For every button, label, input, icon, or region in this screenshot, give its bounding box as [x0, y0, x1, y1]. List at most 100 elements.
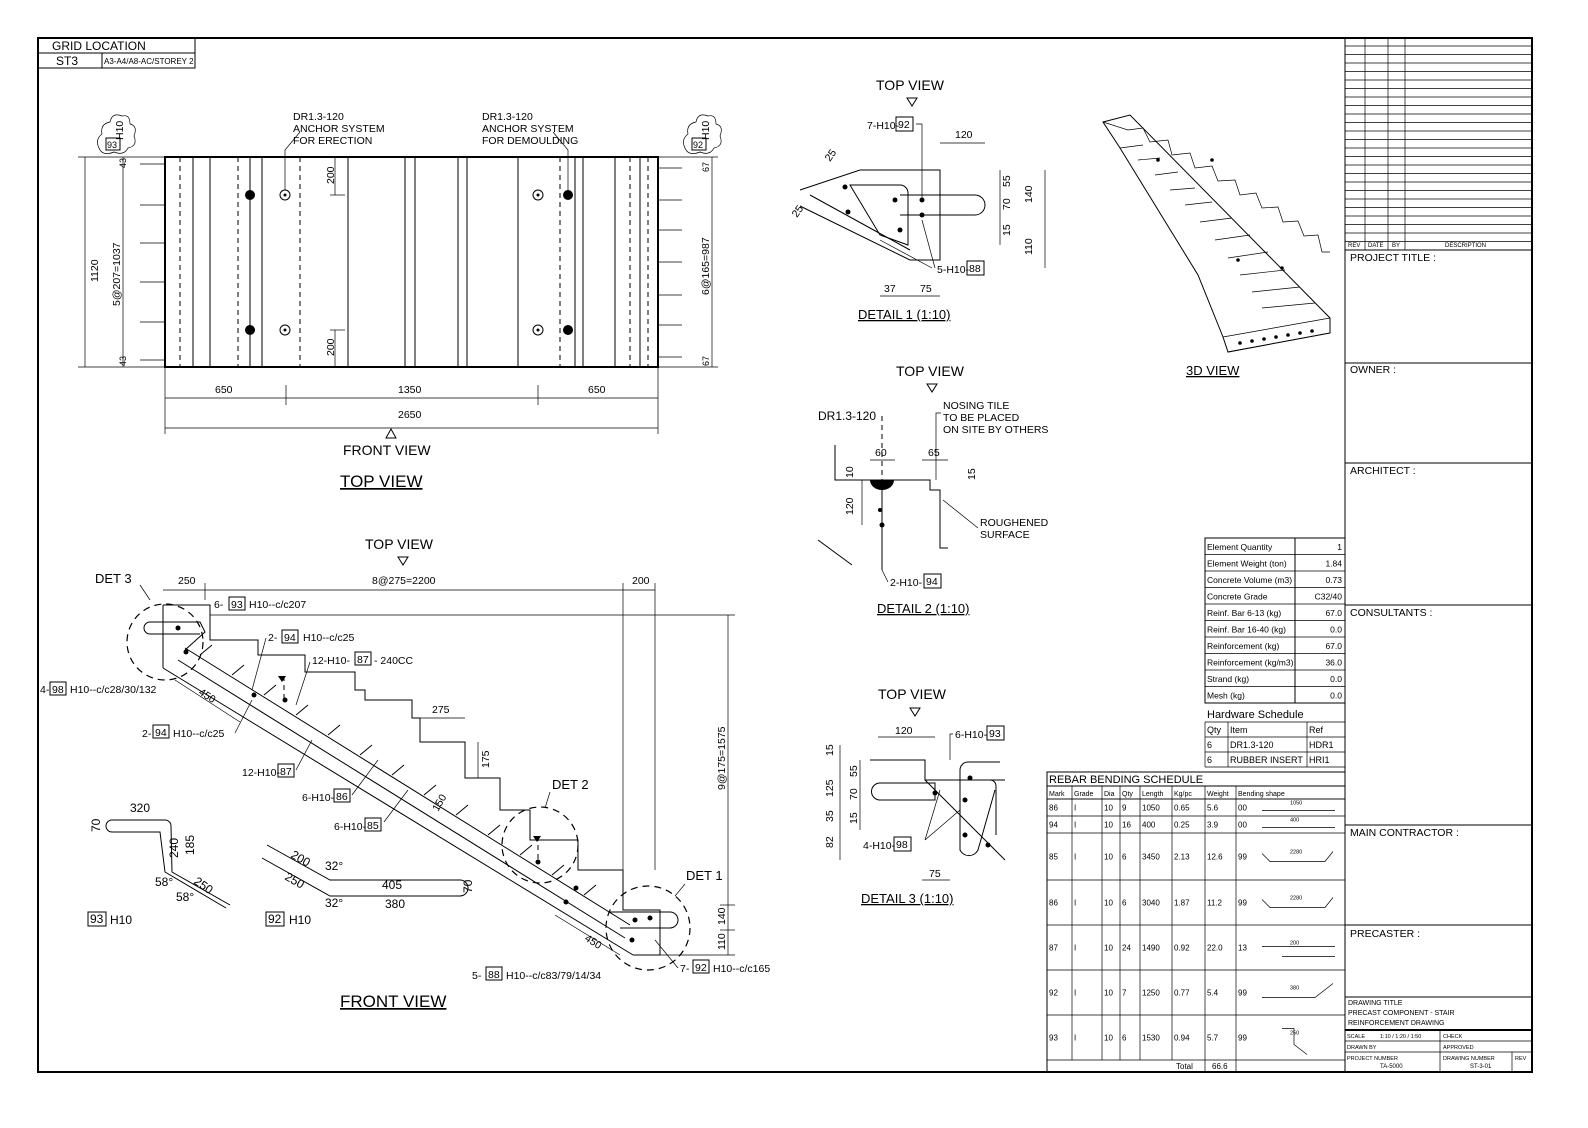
- svg-text:REV: REV: [1515, 1056, 1527, 1062]
- svg-text:DETAIL 2 (1:10): DETAIL 2 (1:10): [877, 601, 969, 616]
- svg-text:H10--c/c25: H10--c/c25: [173, 728, 225, 740]
- callout-7: 6-H10- 86: [302, 759, 379, 804]
- front-dim-175: 175: [480, 750, 492, 768]
- hw-ref: HRI1: [1309, 755, 1330, 765]
- svg-text:PROJECT NUMBER: PROJECT NUMBER: [1347, 1056, 1398, 1062]
- front-view-ref: FRONT VIEW: [343, 442, 431, 458]
- rebar-cell: 5.6: [1207, 804, 1219, 813]
- svg-text:ON SITE BY OTHERS: ON SITE BY OTHERS: [943, 424, 1048, 436]
- tb-main-contractor: MAIN CONTRACTOR :: [1350, 827, 1459, 839]
- rebar-cell: 1.87: [1174, 899, 1190, 908]
- dim-1350: 1350: [398, 384, 422, 396]
- rebar-col-header: Kg/pc: [1174, 791, 1192, 798]
- dim-650a: 650: [215, 384, 233, 396]
- hardware-title: Hardware Schedule: [1207, 709, 1304, 721]
- svg-text:120: 120: [844, 497, 856, 515]
- svg-text:380: 380: [385, 897, 405, 911]
- front-dim-110: 110: [716, 933, 728, 950]
- stair-plan-outline: [164, 156, 659, 368]
- rebar-cell: 1250: [1142, 989, 1160, 998]
- stair-soffit: [162, 667, 634, 956]
- hw-item: RUBBER INSERT: [1230, 755, 1303, 765]
- svg-text:25: 25: [790, 203, 807, 220]
- rebar-shape-dim: 400: [1290, 818, 1299, 824]
- svg-text:TOP VIEW: TOP VIEW: [896, 363, 965, 379]
- front-dim-250: 250: [178, 575, 196, 587]
- rebar-cell: 10: [1104, 899, 1113, 908]
- rebar-cell: 10: [1104, 989, 1113, 998]
- top-view-title: TOP VIEW: [340, 472, 423, 491]
- hw-qty: 6: [1207, 755, 1212, 765]
- svg-text:93: 93: [231, 599, 243, 611]
- rebar-cell: 99: [1238, 1034, 1247, 1043]
- shape-92-tag: 92: [268, 912, 282, 926]
- svg-text:4-H10-: 4-H10-: [863, 840, 896, 852]
- svg-text:1:10 / 1:20 / 1:50: 1:10 / 1:20 / 1:50: [1380, 1034, 1421, 1040]
- svg-text:TOP VIEW: TOP VIEW: [878, 686, 947, 702]
- tag-92-right: 92: [693, 140, 703, 150]
- svg-text:250: 250: [283, 869, 308, 891]
- tag-left-prefix: H10: [114, 121, 126, 140]
- svg-text:ROUGHENED: ROUGHENED: [980, 517, 1049, 529]
- rebar-cell: I: [1074, 804, 1076, 813]
- view-arrow-up: [385, 427, 397, 439]
- svg-text:70: 70: [1001, 198, 1013, 210]
- rebar-total-value: 66.6: [1212, 1062, 1228, 1071]
- svg-text:DETAIL 1 (1:10): DETAIL 1 (1:10): [858, 307, 950, 322]
- element-row-value: 1.84: [1325, 559, 1342, 569]
- svg-text:6-H10-: 6-H10-: [302, 792, 335, 804]
- svg-text:87: 87: [357, 654, 369, 666]
- tb-architect: ARCHITECT :: [1350, 465, 1416, 477]
- svg-text:58°: 58°: [155, 875, 173, 889]
- hw-qty: Qty: [1207, 725, 1222, 735]
- svg-text:H10: H10: [289, 913, 311, 927]
- svg-text:120: 120: [955, 129, 973, 141]
- svg-text:SCALE: SCALE: [1347, 1034, 1365, 1040]
- shape-93-tag: 93: [90, 912, 104, 926]
- svg-text:94: 94: [155, 727, 167, 739]
- rebar-cell: 86: [1049, 804, 1058, 813]
- stair-profile: [163, 604, 661, 956]
- element-row-label: Reinf. Bar 16-40 (kg): [1207, 625, 1286, 635]
- svg-text:ST-3-01: ST-3-01: [1470, 1064, 1492, 1070]
- front-dim-140: 140: [716, 907, 728, 925]
- svg-text:125: 125: [824, 779, 836, 797]
- rebar-cell: 92: [1049, 989, 1058, 998]
- svg-text:6-H10-: 6-H10-: [334, 821, 367, 833]
- svg-text:60: 60: [875, 447, 887, 459]
- svg-text:REINFORCEMENT DRAWING: REINFORCEMENT DRAWING: [1348, 1020, 1444, 1027]
- rebar-cell: 86: [1049, 899, 1058, 908]
- svg-text:10: 10: [844, 466, 856, 478]
- element-row-label: Element Quantity: [1207, 542, 1273, 552]
- element-row-value: 1: [1337, 542, 1342, 552]
- svg-text:58°: 58°: [176, 890, 194, 904]
- rebar-cell: 5.4: [1207, 989, 1219, 998]
- svg-text:55: 55: [848, 765, 860, 777]
- bar-shape-92: 200 250 32° 32° 405 380 70 92 H10: [261, 844, 475, 927]
- rebar-cell: 00: [1238, 821, 1247, 830]
- svg-text:15: 15: [966, 468, 978, 480]
- svg-text:DESCRIPTION: DESCRIPTION: [1445, 243, 1486, 249]
- svg-text:55: 55: [1001, 175, 1013, 187]
- tb-precaster: PRECASTER :: [1350, 928, 1420, 940]
- svg-text:25: 25: [823, 147, 840, 164]
- svg-text:15: 15: [824, 744, 836, 756]
- svg-text:70: 70: [848, 788, 860, 800]
- rebar-cell: 3.9: [1207, 821, 1219, 830]
- svg-text:250: 250: [191, 874, 216, 897]
- svg-text:H10--c/c207: H10--c/c207: [249, 599, 306, 611]
- rebar-cell: I: [1074, 853, 1076, 862]
- rebar-cell: 99: [1238, 899, 1247, 908]
- svg-text:32°: 32°: [325, 896, 343, 910]
- det1-label: DET 1: [686, 868, 723, 883]
- rebar-col-header: Length: [1142, 791, 1164, 798]
- rebar-cell: 0.25: [1174, 821, 1190, 830]
- hw-qty: 6: [1207, 740, 1212, 750]
- svg-text:75: 75: [929, 868, 941, 880]
- rebar-cell: 400: [1142, 821, 1156, 830]
- element-row-label: Reinforcement (kg/m3): [1207, 658, 1294, 668]
- rebar-cell: 6: [1122, 853, 1127, 862]
- svg-text:94: 94: [926, 576, 938, 588]
- svg-text:5-: 5-: [472, 970, 482, 982]
